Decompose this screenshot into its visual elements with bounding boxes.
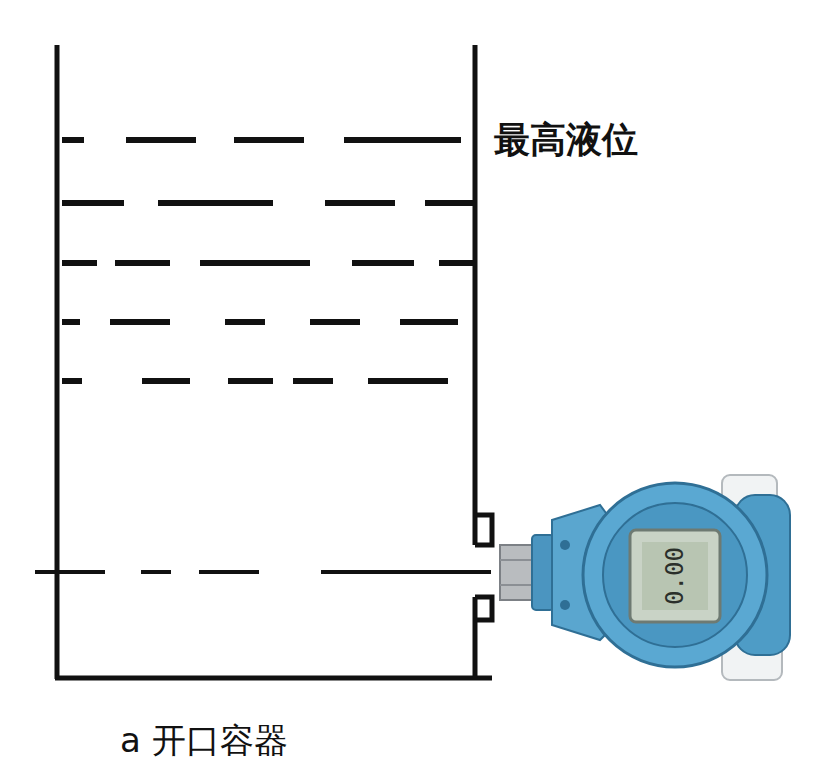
figure-caption: a 开口容器 [120,718,288,764]
transmitter-level-line [35,570,495,574]
level-label: 最高液位 [494,116,638,165]
lcd-reading: 0.00 [661,547,689,605]
pressure-transmitter [500,475,790,680]
container-walls [55,45,492,679]
liquid-level-lines [62,140,475,381]
